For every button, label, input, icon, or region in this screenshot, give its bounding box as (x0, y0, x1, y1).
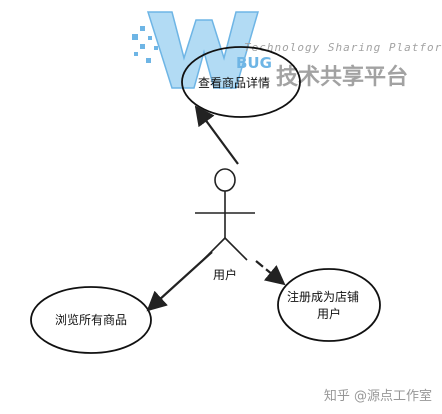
association-to-register-shop (255, 260, 286, 286)
actor-label: 用户 (213, 267, 237, 282)
use-case-view-details[interactable]: 查看商品详情 (181, 46, 301, 118)
watermark-w-mark (146, 11, 259, 89)
watermark-pixels (132, 26, 158, 63)
use-case-register-shop-label-line2: 用户 (317, 306, 341, 321)
actor-right-leg (224, 237, 248, 261)
association-to-view-details (194, 105, 239, 165)
watermark-bug: BUG (236, 54, 272, 72)
use-case-browse-all-ellipse (30, 286, 152, 354)
actor-head (214, 168, 236, 192)
use-case-register-shop-label-line1: 注册成为店铺 (287, 289, 359, 304)
actor-user[interactable] (195, 168, 255, 261)
use-case-browse-all[interactable]: 浏览所有商品 (30, 286, 152, 354)
use-case-register-shop-ellipse (277, 268, 381, 342)
watermark-tagline-cn: 技术共享平台 (276, 64, 408, 90)
use-case-browse-all-label: 浏览所有商品 (55, 312, 127, 327)
use-case-view-details-label: 查看商品详情 (198, 75, 270, 90)
use-case-register-shop[interactable]: 注册成为店铺 用户 (277, 268, 381, 342)
use-case-view-details-ellipse (181, 46, 301, 118)
credit-watermark: 知乎 @源点工作室 (324, 388, 432, 404)
association-to-browse-all (146, 251, 213, 312)
watermark-tagline-en: Technology Sharing Platform (244, 41, 442, 54)
watermark-logo: BUG Technology Sharing Platform 技术共享平台 (132, 11, 442, 90)
